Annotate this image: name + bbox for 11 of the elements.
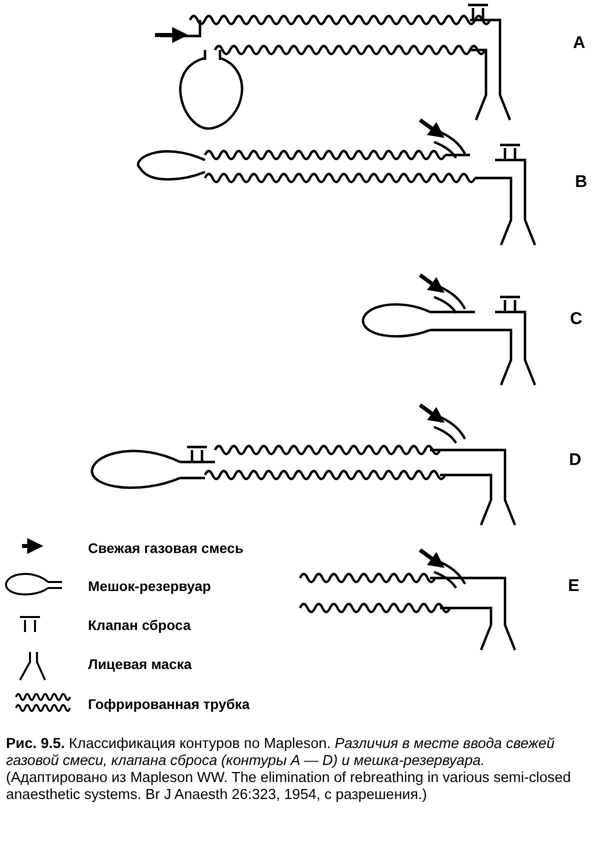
circuit-letter: A	[573, 33, 586, 53]
circuit-letter: B	[575, 172, 588, 192]
circuit-letter: D	[569, 450, 582, 470]
figure-caption: Рис. 9.5. Классификация контуров по Mapleson. Различия в месте ввода свежей газовой смеси, клапана сброса (контуры A — D) и мешка-резервуара. (Адаптировано из Mapleson WW. The elimination of rebreathing in various semi-closed anaesthetic systems. Br J Anaesth 26:323, 1954, с разрешения.)	[6, 736, 572, 804]
legend-text: Гофрированная трубка	[88, 696, 250, 712]
legend-text: Мешок-резервуар	[88, 578, 211, 594]
circuit-letter: C	[570, 309, 582, 329]
legend-text: Свежая газовая смесь	[88, 540, 244, 556]
circuit-letter: E	[568, 576, 580, 596]
legend-text: Клапан сброса	[88, 617, 191, 633]
legend-text: Лицевая маска	[88, 656, 192, 672]
